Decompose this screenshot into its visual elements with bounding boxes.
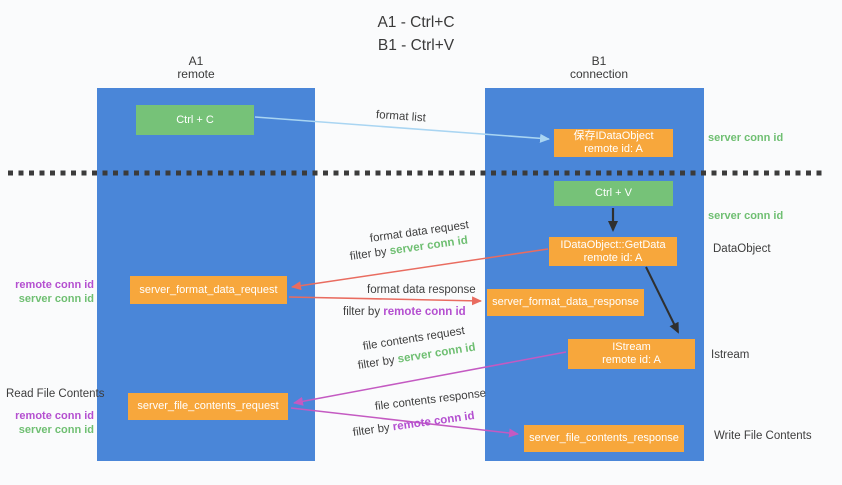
read-file-contents-annotation: Read File Contents <box>6 388 105 400</box>
filter-by-text: filter by <box>352 421 391 439</box>
format-conn-id-block: remote conn id server conn id <box>4 279 94 306</box>
istream-annotation: Istream <box>711 349 750 361</box>
ctrl-c-node: Ctrl + C <box>136 105 254 135</box>
idataobject-getdata-node: IDataObject::GetData remote id: A <box>549 237 677 266</box>
server-conn-id-annotation-format: server conn id <box>18 292 94 305</box>
column-a1-subtitle: remote <box>177 67 215 81</box>
remote-conn-id-text: remote conn id <box>383 306 466 318</box>
column-header-a1: A1 remote <box>87 55 305 81</box>
server-format-data-request-node: server_format_data_request <box>130 276 287 304</box>
istream-line1: IStream <box>612 341 651 353</box>
format-data-response-arrow <box>288 296 482 306</box>
server-file-contents-response-node: server_file_contents_response <box>524 425 684 452</box>
column-b1-subtitle: connection <box>569 67 629 81</box>
getdata-line1: IDataObject::GetData <box>560 238 666 251</box>
server-file-contents-request-node: server_file_contents_request <box>128 393 288 420</box>
save-idataobject-line2: remote id: A <box>584 143 643 155</box>
server-conn-id-annotation-file: server conn id <box>18 423 94 436</box>
file-conn-id-block: remote conn id server conn id <box>4 410 94 437</box>
column-b1-name: B1 <box>591 54 607 68</box>
ctrl-v-label: Ctrl + V <box>595 187 632 199</box>
format-list-label: format list <box>375 109 427 125</box>
filter-by-text: filter by <box>357 354 396 372</box>
dataobject-annotation: DataObject <box>713 243 771 255</box>
server-file-contents-request-label: server_file_contents_request <box>137 400 279 412</box>
server-format-data-request-label: server_format_data_request <box>139 283 278 296</box>
filter-by-text: filter by <box>349 245 388 263</box>
remote-conn-id-text: remote conn id <box>392 409 476 434</box>
server-conn-id-annotation-mid: server conn id <box>708 210 784 222</box>
remote-conn-id-annotation-format: remote conn id <box>15 279 94 291</box>
format-data-response-label: format data response <box>367 284 476 296</box>
filter-by-remote-conn-id-label-file: filter by remote conn id <box>352 410 475 439</box>
server-conn-id-annotation-top: server conn id <box>708 132 784 144</box>
column-a1-name: A1 <box>188 54 204 68</box>
ctrl-v-node: Ctrl + V <box>554 181 673 206</box>
istream-line2: remote id: A <box>602 354 661 366</box>
getdata-line2: remote id: A <box>583 251 643 264</box>
filter-by-text: filter by <box>343 306 381 318</box>
title-line-1: A1 - Ctrl+C <box>377 14 455 31</box>
write-file-contents-annotation: Write File Contents <box>714 430 812 442</box>
title-line-2: B1 - Ctrl+V <box>377 37 455 54</box>
server-format-data-response-node: server_format_data_response <box>487 289 644 316</box>
diagram-title: A1 - Ctrl+C B1 - Ctrl+V <box>256 11 576 57</box>
save-idataobject-line1: 保存IDataObject <box>573 130 654 142</box>
save-idataobject-node: 保存IDataObject remote id: A <box>554 129 673 157</box>
file-contents-response-label: file contents response <box>374 387 487 413</box>
remote-conn-id-annotation-file: remote conn id <box>15 410 94 422</box>
istream-node: IStream remote id: A <box>568 339 695 369</box>
column-header-b1: B1 connection <box>490 55 708 81</box>
server-file-contents-response-label: server_file_contents_response <box>529 432 679 444</box>
server-format-data-response-label: server_format_data_response <box>492 296 639 308</box>
ctrl-c-label: Ctrl + C <box>176 113 214 126</box>
filter-by-remote-conn-id-label-format: filter by remote conn id <box>343 306 466 318</box>
